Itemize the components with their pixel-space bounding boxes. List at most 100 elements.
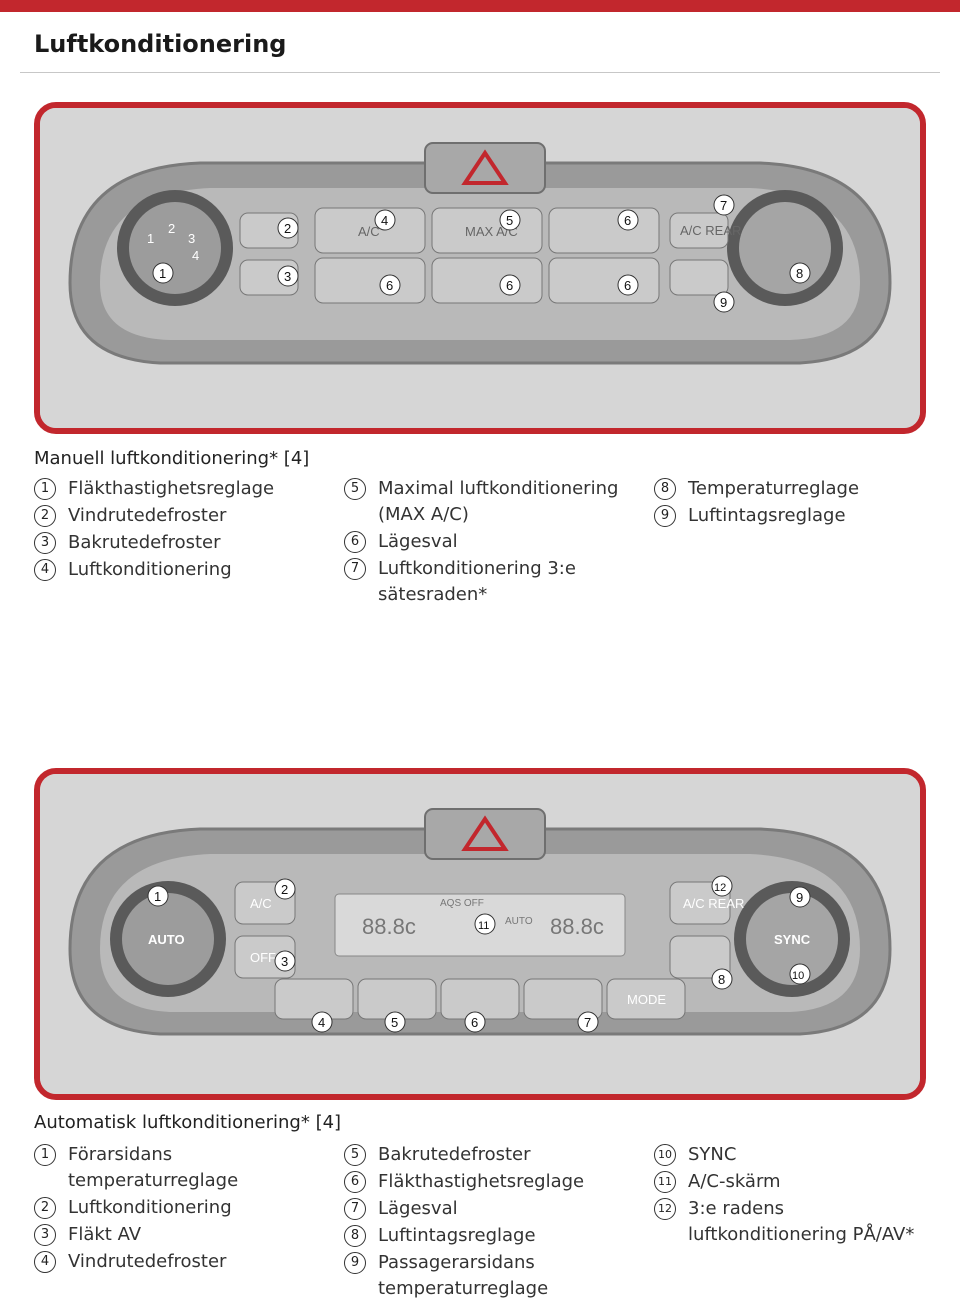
item-label: Fläkthastighetsreglage — [378, 1171, 585, 1192]
item-number-badge: 2 — [34, 1197, 56, 1219]
callouts-fig1: 1 2 3 4 5 6 6 6 6 7 8 9 — [152, 194, 811, 313]
svg-text:7: 7 — [720, 198, 727, 213]
item-label: Luftkonditionering 3:e sätesraden* — [378, 558, 576, 605]
item-number-badge: 8 — [344, 1225, 366, 1247]
off-button-label: OFF — [250, 950, 276, 965]
svg-text:4: 4 — [318, 1015, 325, 1030]
svg-text:8: 8 — [796, 266, 803, 281]
air-intake-button — [669, 935, 731, 979]
svg-text:10: 10 — [792, 970, 804, 982]
aqs-off-label: AQS OFF — [440, 898, 484, 909]
item-number-badge: 9 — [344, 1252, 366, 1274]
svg-text:9: 9 — [720, 295, 727, 310]
item-number-badge: 7 — [344, 558, 366, 580]
item-label: Temperaturreglage — [688, 478, 860, 499]
manual-ac-panel-drawing: 1 2 3 4 A/C MAX A/C A/C REAR 1 2 3 4 5 6 — [40, 108, 920, 428]
callouts-fig2: 1 2 3 4 5 6 7 8 9 10 11 12 — [147, 875, 811, 1033]
svg-text:1: 1 — [159, 266, 166, 281]
item-label: Bakrutedefroster — [378, 1144, 531, 1165]
item-number-badge: 1 — [34, 478, 56, 500]
mode-face-button — [314, 257, 426, 304]
svg-text:8: 8 — [718, 972, 725, 987]
ac-button — [314, 207, 426, 254]
item-number-badge: 12 — [654, 1198, 676, 1220]
item-number-badge: 4 — [34, 1251, 56, 1273]
mode-feet-button — [548, 257, 660, 304]
svg-text:5: 5 — [506, 213, 513, 228]
hazard-button — [424, 142, 546, 194]
item-label: 3:e radens luftkonditionering PÅ/AV* — [688, 1198, 915, 1245]
fan-speed-label-2: 2 — [168, 221, 175, 236]
item-number-badge: 10 — [654, 1144, 676, 1166]
item-label: Luftkonditionering — [68, 1197, 232, 1218]
page-title: Luftkonditionering — [34, 30, 287, 58]
svg-text:6: 6 — [624, 213, 631, 228]
hazard-icon — [461, 815, 509, 851]
rear-ac-button-label: A/C REAR — [680, 223, 741, 238]
fan-up-button — [523, 978, 603, 1020]
display-auto-label: AUTO — [505, 916, 533, 927]
svg-text:2: 2 — [284, 221, 291, 236]
item-label: Vindrutedefroster — [68, 505, 227, 526]
top-accent-bar — [0, 0, 960, 12]
item-number-badge: 1 — [34, 1144, 56, 1166]
list-item: 8 Luftintagsreglage — [344, 1223, 634, 1249]
item-label: Fläkt AV — [68, 1224, 142, 1245]
item-number-badge: 11 — [654, 1171, 676, 1193]
svg-text:7: 7 — [584, 1015, 591, 1030]
svg-text:11: 11 — [478, 920, 489, 932]
list-item: 12 3:e radens luftkonditionering PÅ/AV* — [654, 1196, 944, 1248]
fan-speed-label-4: 4 — [192, 248, 199, 263]
item-label: A/C-skärm — [688, 1171, 781, 1192]
fan-speed-label-1: 1 — [147, 231, 154, 246]
item-number-badge: 8 — [654, 478, 676, 500]
list-item: 6 Fläkthastighetsreglage — [344, 1169, 634, 1195]
sync-label: SYNC — [774, 932, 811, 947]
section2-legend-col-2: 5 Bakrutedefroster 6 Fläkthastighetsreglag… — [344, 1142, 634, 1300]
list-item: 1 Förarsidans temperaturreglage — [34, 1142, 324, 1194]
item-number-badge: 5 — [344, 1144, 366, 1166]
item-number-badge: 4 — [34, 559, 56, 581]
item-label: Luftintagsreglage — [378, 1225, 536, 1246]
rear-ac-button — [669, 212, 729, 249]
list-item: 7 Luftkonditionering 3:e sätesraden* — [344, 556, 634, 608]
section2-title: Automatisk luftkonditionering* [4] — [34, 1112, 342, 1133]
svg-text:6: 6 — [386, 278, 393, 293]
automatic-ac-panel-drawing: AUTO SYNC A/C OFF 88.8c 88.8c AQS OFF AU… — [40, 774, 920, 1094]
item-label: Maximal luftkonditionering (MAX A/C) — [378, 478, 619, 525]
windshield-defrost-button — [274, 978, 354, 1020]
manual-ac-panel-image: 1 2 3 4 A/C MAX A/C A/C REAR 1 2 3 4 5 6 — [34, 102, 926, 434]
svg-text:6: 6 — [506, 278, 513, 293]
svg-text:3: 3 — [281, 954, 288, 969]
display-left-temp: 88.8c — [362, 914, 416, 939]
item-number-badge: 6 — [344, 1171, 366, 1193]
ac-button-label: A/C — [358, 224, 380, 239]
svg-text:5: 5 — [391, 1015, 398, 1030]
mode-defrost-button — [548, 207, 660, 254]
item-label: Passagerarsidans temperaturreglage — [378, 1252, 549, 1299]
item-number-badge: 7 — [344, 1198, 366, 1220]
item-number-badge: 3 — [34, 532, 56, 554]
svg-text:1: 1 — [154, 889, 161, 904]
item-label: Förarsidans temperaturreglage — [68, 1144, 239, 1191]
svg-text:6: 6 — [624, 278, 631, 293]
svg-text:4: 4 — [381, 213, 388, 228]
list-item: 5 Bakrutedefroster — [344, 1142, 634, 1168]
automatic-ac-panel-image: AUTO SYNC A/C OFF 88.8c 88.8c AQS OFF AU… — [34, 768, 926, 1100]
svg-text:9: 9 — [796, 890, 803, 905]
svg-text:12: 12 — [714, 882, 726, 894]
mode-face-feet-button — [431, 257, 543, 304]
hazard-icon — [461, 149, 509, 185]
item-label: Luftintagsreglage — [688, 505, 846, 526]
